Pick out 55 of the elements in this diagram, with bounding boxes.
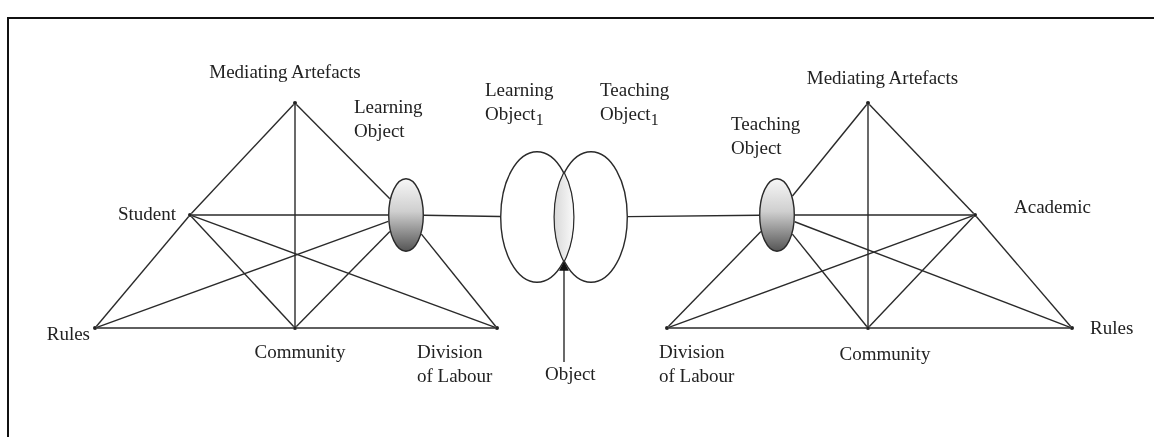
connector-line <box>296 327 496 329</box>
connector-line <box>420 233 497 328</box>
vertex-dot <box>495 326 499 330</box>
node-label: Student <box>116 202 176 226</box>
connector-line <box>191 214 389 216</box>
connector-line <box>794 214 974 216</box>
shaded-ellipse <box>759 178 795 252</box>
node-label: Learning Object <box>354 95 424 143</box>
connector-line <box>868 103 975 215</box>
vertex-dot <box>973 213 977 217</box>
node-label: Mediating Artefacts <box>208 60 362 84</box>
node-label: Mediating Artefacts <box>805 66 960 90</box>
vertex-dot <box>188 213 192 217</box>
node-text: Object <box>545 362 596 386</box>
node-label: Rules <box>45 322 90 346</box>
connector-line <box>191 215 496 328</box>
connector-line <box>295 103 391 200</box>
vertex-dot <box>866 101 870 105</box>
vertex-dot <box>866 326 870 330</box>
connector-line <box>794 221 1071 328</box>
connector-line <box>868 215 975 328</box>
vertex-dot <box>93 326 97 330</box>
connector-line <box>867 104 869 327</box>
node-label: Division of Labour <box>417 340 494 388</box>
vertex-dot <box>293 326 297 330</box>
connector-line <box>668 215 974 328</box>
node-label: Division of Labour <box>659 340 736 388</box>
vertex-dot <box>293 101 297 105</box>
connector-line <box>667 230 762 328</box>
connector-line <box>96 220 389 328</box>
connector-line <box>294 104 296 327</box>
arrow <box>559 261 569 363</box>
connector-line <box>190 215 295 328</box>
shaded-ellipse <box>388 178 424 252</box>
connector-line <box>791 103 868 197</box>
overlap-lens <box>554 172 574 262</box>
connector-line <box>96 327 294 329</box>
connector-line <box>295 230 391 328</box>
vertex-dot <box>665 326 669 330</box>
node-label: Community <box>253 340 347 364</box>
connector-line <box>627 214 760 218</box>
connector-line <box>423 214 501 218</box>
node-label: Teaching Object$_{1}$ <box>600 78 671 130</box>
node-label: Rules <box>1090 316 1135 340</box>
node-label: Community <box>838 342 932 366</box>
connector-line <box>95 215 190 328</box>
node-label: Teaching Object <box>731 112 802 160</box>
connector-line <box>869 327 1071 329</box>
node-label: Learning Object$_{1}$ <box>485 78 555 130</box>
connector-line <box>791 233 868 328</box>
connector-line <box>190 103 295 215</box>
node-label: Academic <box>1014 195 1092 219</box>
connector-line <box>668 327 867 329</box>
connector-line <box>975 215 1072 328</box>
vertex-dot <box>1070 326 1074 330</box>
